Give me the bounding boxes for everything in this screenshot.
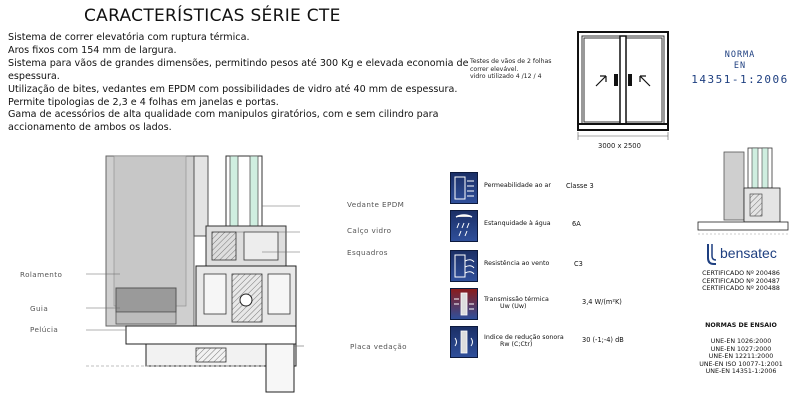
- feature-line: accionamento de ambos os lados.: [8, 122, 172, 134]
- window-dimension-label: 3000 x 2500: [598, 142, 641, 150]
- water-tightness-icon: [450, 210, 478, 242]
- certificate-list: CERTIFICADO Nº 200486 CERTIFICADO Nº 200…: [690, 270, 792, 293]
- performance-row-thermal: Transmissão térmica Uw (Uw) 3,4 W/(m²K): [450, 288, 680, 322]
- norma-code: 14351-1:2006: [691, 73, 789, 86]
- norma-line: EN: [733, 61, 747, 71]
- certificate-item: CERTIFICADO Nº 200488: [702, 285, 780, 293]
- norma-item: UNE-EN 14351-1:2006: [705, 368, 777, 376]
- performance-label: Indice de redução sonora Rw (C;Ctr): [484, 334, 564, 349]
- profile-cross-section: [86, 155, 304, 393]
- performance-value: 6A: [572, 220, 581, 228]
- test-note-line: Testes de vãos de 2 folhas: [470, 58, 552, 65]
- certificate-item: CERTIFICADO Nº 200487: [702, 277, 780, 285]
- performance-label-text: Transmissão térmica: [484, 296, 549, 303]
- feature-list: Sistema de correr elevatória com ruptura…: [8, 32, 469, 135]
- performance-label: Transmissão térmica Uw (Uw): [484, 296, 549, 311]
- feature-line: Permite tipologias de 2,3 e 4 folhas em …: [8, 96, 279, 108]
- performance-label-text: Indice de redução sonora: [484, 334, 564, 341]
- callout-calco: Calço vidro: [347, 226, 392, 235]
- test-note: Testes de vãos de 2 folhas correr eleváv…: [470, 58, 590, 81]
- normas-list: UNE-EN 1026:2000 UNE-EN 1027:2000 UNE-EN…: [690, 338, 792, 376]
- test-note-line: vidro utilizado 4 /12 / 4: [470, 73, 542, 81]
- performance-row-air: Permeabilidade ao ar Classe 3: [450, 172, 680, 206]
- page-title: CARACTERÍSTICAS SÉRIE CTE: [84, 6, 341, 26]
- brand-logo: bensatec: [704, 240, 792, 270]
- performance-label: Permeabilidade ao ar: [484, 182, 551, 189]
- svg-text:bensatec: bensatec: [720, 245, 777, 261]
- wind-resistance-icon: [450, 250, 478, 282]
- performance-sublabel: Rw (C;Ctr): [500, 341, 533, 349]
- feature-line: Aros fixos com 154 mm de largura.: [8, 44, 177, 56]
- callout-pelucia: Pelúcia: [30, 325, 59, 334]
- performance-value: Classe 3: [566, 182, 594, 190]
- callout-placa: Placa vedação: [350, 342, 407, 351]
- performance-label: Estanquidade à água: [484, 220, 551, 227]
- norma-item: UNE-EN 1027:2000: [710, 345, 772, 353]
- callout-guia: Guia: [30, 304, 49, 313]
- normas-title: NORMAS DE ENSAIO: [705, 322, 777, 329]
- callout-esquadros: Esquadros: [347, 248, 388, 257]
- callout-vedante: Vedante EPDM: [347, 200, 405, 209]
- thermal-transmission-icon: [450, 288, 478, 320]
- window-elevation-diagram: [577, 31, 669, 140]
- performance-row-wind: Resistência ao vento C3: [450, 250, 680, 284]
- norma-item: UNE-EN ISO 10077-1:2001: [699, 360, 783, 368]
- norma-item: UNE-EN 12211:2000: [708, 353, 774, 361]
- sound-reduction-icon: [450, 326, 478, 358]
- norma-line: NORMA: [724, 50, 756, 60]
- feature-line: Sistema de correr elevatória com ruptura…: [8, 32, 250, 43]
- performance-label: Resistência ao vento: [484, 260, 550, 267]
- performance-value: 3,4 W/(m²K): [582, 298, 622, 306]
- callout-rolamento: Rolamento: [20, 270, 63, 279]
- feature-line: Gama de acessórios de alta qualidade com…: [8, 109, 439, 121]
- feature-line: Sistema para vãos de grandes dimensões, …: [8, 57, 469, 69]
- performance-row-water: Estanquidade à água 6A: [450, 210, 680, 244]
- performance-value: C3: [574, 260, 583, 268]
- performance-sublabel: Uw (Uw): [500, 303, 527, 311]
- performance-value: 30 (-1;-4) dB: [582, 336, 624, 344]
- right-section-diagram: [697, 147, 789, 235]
- test-note-line: correr elevável.: [470, 65, 519, 73]
- performance-row-sound: Indice de redução sonora Rw (C;Ctr) 30 (…: [450, 326, 680, 360]
- feature-line: espessura.: [8, 70, 60, 82]
- certificate-item: CERTIFICADO Nº 200486: [702, 270, 780, 277]
- bensatec-logo-icon: bensatec: [707, 244, 777, 265]
- norma-badge: NORMA EN 14351-1:2006: [688, 50, 792, 86]
- feature-line: Utilização de bites, vedantes em EPDM co…: [8, 83, 458, 95]
- air-permeability-icon: [450, 172, 478, 204]
- norma-item: UNE-EN 1026:2000: [710, 338, 772, 345]
